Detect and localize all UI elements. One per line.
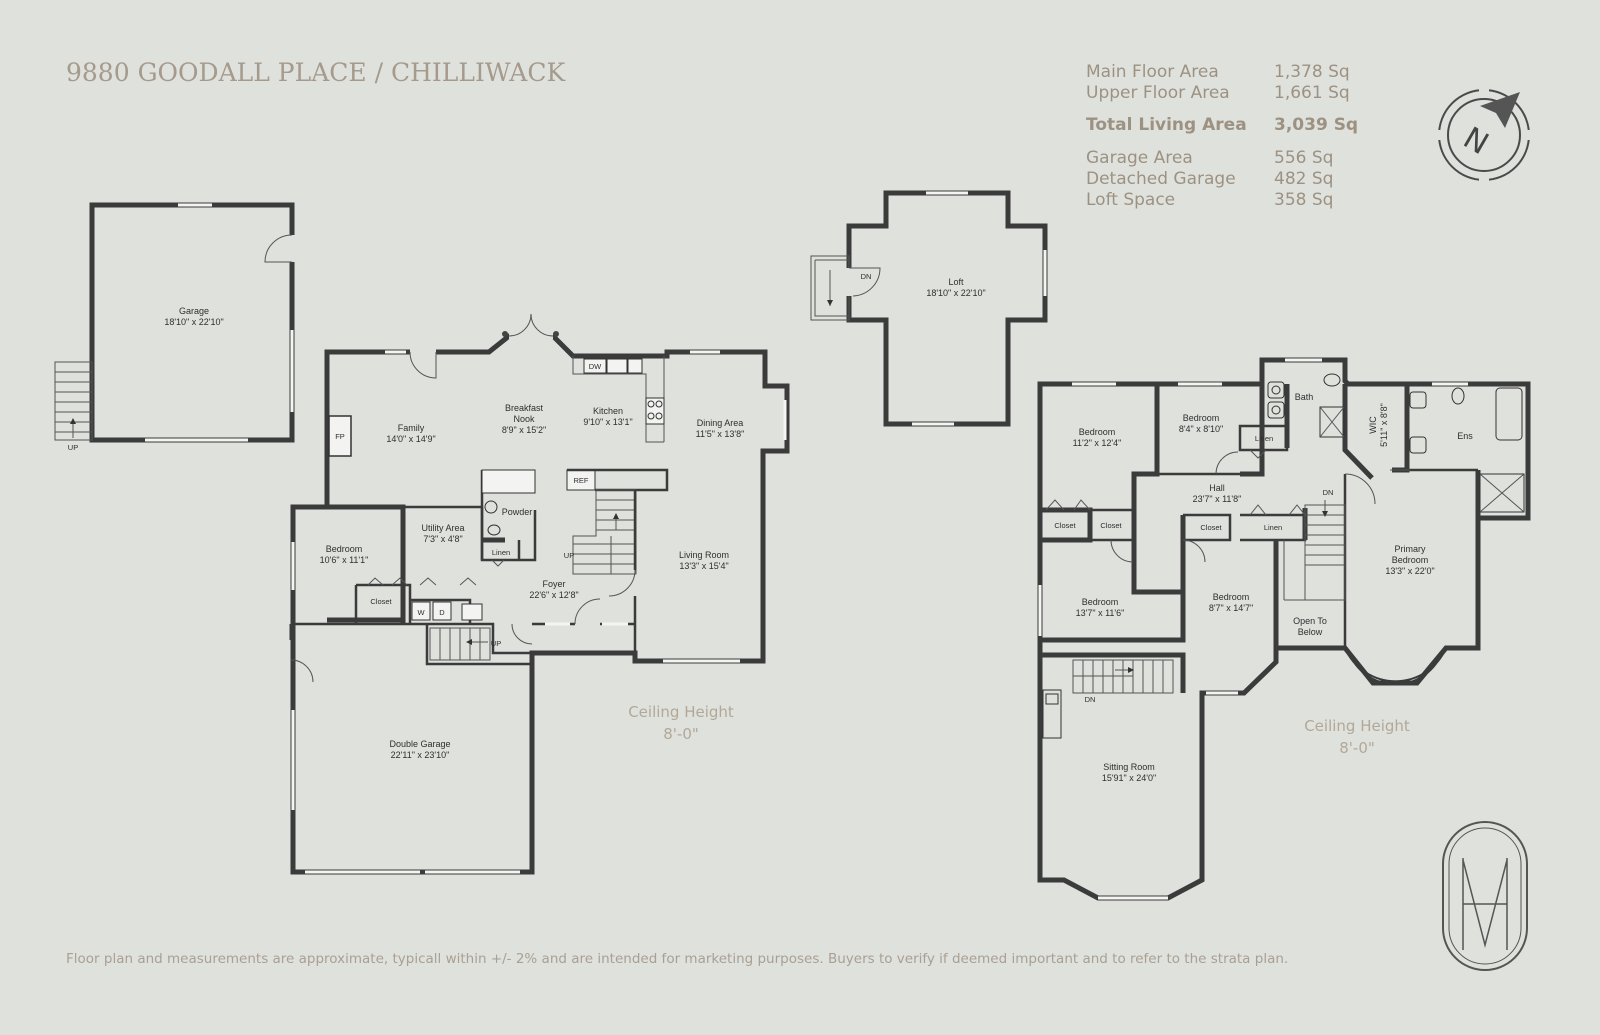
room-dimensions: 11'2" x 12'4" (1073, 438, 1122, 448)
room-dimensions: 23'7" x 11'8" (1193, 494, 1242, 504)
closet-label: Closet (370, 597, 392, 606)
brand-logo-icon (1442, 821, 1528, 971)
area-value: 556 Sq (1274, 148, 1334, 168)
stair-up-label: UP (564, 551, 574, 560)
stair-up-label: UP (68, 443, 78, 452)
room-name: Bedroom (1183, 413, 1220, 423)
stair-up-label: UP (491, 639, 501, 648)
area-value: 358 Sq (1274, 190, 1334, 210)
fridge-label: REF (574, 476, 589, 485)
area-label: Main Floor Area (1086, 62, 1219, 82)
room-name: Hall (1209, 483, 1225, 493)
ceiling-value: 8'-0" (663, 725, 699, 743)
room-name: Nook (513, 414, 535, 424)
room-name: Bedroom (1392, 555, 1429, 565)
linen-label: Linen (1255, 434, 1273, 443)
fireplace-label: FP (335, 432, 345, 441)
room-name: Ens (1457, 431, 1473, 441)
closet-label: Closet (1200, 523, 1222, 532)
room-dimensions: 7'3" x 4'8" (423, 534, 462, 544)
room-name: Dining Area (697, 418, 744, 428)
room-dimensions: 22'6" x 12'8" (529, 590, 578, 600)
ceiling-label: Ceiling Height (1304, 717, 1410, 735)
room-name: Sitting Room (1103, 762, 1155, 772)
room-dimensions: 10'6" x 11'1" (320, 555, 369, 565)
room-dimensions: 15'91" x 24'0" (1102, 773, 1156, 783)
room-dimensions: 18'10" x 22'10" (926, 288, 985, 298)
area-label: Detached Garage (1086, 169, 1236, 189)
area-label: Upper Floor Area (1086, 83, 1230, 103)
room-dimensions: 9'10" x 13'1" (583, 417, 632, 427)
area-label: Loft Space (1086, 190, 1176, 210)
room-dimensions: 11'5" x 13'8" (696, 429, 745, 439)
ceiling-height-main: Ceiling Height 8'-0" (601, 701, 761, 745)
area-value: 1,661 Sq (1274, 83, 1350, 103)
room-name: WIC (1368, 416, 1378, 434)
compass-letter: N (1457, 121, 1494, 163)
room-name: Breakfast (505, 403, 544, 413)
room-dimensions: 8'9" x 15'2" (502, 425, 546, 435)
room-name: Open To (1293, 616, 1327, 626)
room-dimensions: 8'7" x 14'7" (1209, 603, 1253, 613)
linen-label: Linen (1264, 523, 1282, 532)
room-name: Kitchen (593, 406, 623, 416)
property-title: 9880 GOODALL PLACE / CHILLIWACK (66, 58, 566, 87)
closet-label: Closet (1100, 521, 1122, 530)
room-name: Family (398, 423, 425, 433)
room-name: Living Room (679, 550, 729, 560)
stair-down-label: DN (1323, 488, 1334, 497)
room-name: Powder (502, 507, 533, 517)
ceiling-label: Ceiling Height (628, 703, 734, 721)
linen-label: Linen (492, 548, 510, 557)
room-dimensions: 22'11" x 23'10" (391, 750, 450, 760)
room-name: Below (1298, 627, 1323, 637)
room-name: Foyer (542, 579, 565, 589)
area-label: Total Living Area (1086, 115, 1247, 135)
area-value: 1,378 Sq (1274, 62, 1350, 82)
room-name: Bedroom (1082, 597, 1119, 607)
room-dimensions: 14'0" x 14'9" (386, 434, 435, 444)
room-name: Bedroom (326, 544, 363, 554)
disclaimer: Floor plan and measurements are approxim… (66, 951, 1289, 967)
room-name: Bedroom (1213, 592, 1250, 602)
area-label: Garage Area (1086, 148, 1193, 168)
dryer-label: D (439, 608, 445, 617)
loft-plan: DN Loft 18'10" x 22'10" (810, 190, 1048, 427)
detached-garage-plan: UP Garage 18'10" x 22'10" (54, 202, 295, 452)
room-dimensions: 8'4" x 8'10" (1179, 424, 1223, 434)
room-name: Primary (1395, 544, 1426, 554)
room-dimensions: 13'3" x 15'4" (679, 561, 728, 571)
stair-down-label: DN (861, 272, 872, 281)
ceiling-height-upper: Ceiling Height 8'-0" (1277, 715, 1437, 759)
dishwasher-label: DW (589, 362, 602, 371)
compass-icon: N (1435, 86, 1533, 184)
washer-label: W (417, 608, 425, 617)
stair-down-label: DN (1085, 695, 1096, 704)
room-name: Utility Area (421, 523, 464, 533)
room-name: Double Garage (389, 739, 450, 749)
area-value: 482 Sq (1274, 169, 1334, 189)
room-name: Loft (948, 277, 964, 287)
ceiling-value: 8'-0" (1339, 739, 1375, 757)
room-name: Garage (179, 306, 209, 316)
area-value: 3,039 Sq (1274, 115, 1359, 135)
room-name: Bedroom (1079, 427, 1116, 437)
room-name: Bath (1295, 392, 1314, 402)
upper-floor-plan: DN DN Closet Closet Closet Linen Linen B… (1037, 357, 1531, 901)
room-dimensions: 13'3" x 22'0" (1385, 566, 1434, 576)
main-floor-plan: W D Closet Linen Powder FP DW REF (289, 313, 790, 875)
room-dimensions: 18'10" x 22'10" (164, 317, 223, 327)
room-dimensions: 5'11" x 8'8" (1379, 403, 1389, 447)
room-dimensions: 13'7" x 11'6" (1076, 608, 1125, 618)
closet-label: Closet (1054, 521, 1076, 530)
